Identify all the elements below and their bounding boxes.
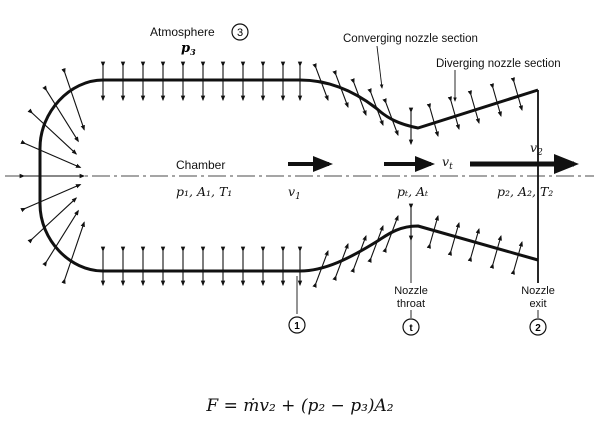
pressure-arrow-converging-top-1 <box>332 70 349 109</box>
pressure-arrow-nose-0 <box>61 67 85 131</box>
nozzle-throat-label-line2: throat <box>397 298 425 310</box>
pressure-arrow-nose-8 <box>61 221 85 285</box>
chamber-label: Chamber <box>176 158 225 172</box>
pressure-arrow-nose-3 <box>20 139 82 168</box>
converging-label: Converging nozzle section <box>343 33 478 45</box>
thrust-equation: F = ṁv₂ + (p₂ − p₃)A₂ <box>205 396 393 416</box>
nozzle-exit-label-line1: Nozzle <box>521 285 555 297</box>
vt-label: vt <box>442 154 453 172</box>
station-1-marker: 1 <box>294 321 300 332</box>
station-2-marker: 2 <box>535 323 541 334</box>
atmosphere-marker-circle <box>231 23 249 41</box>
pressure-arrows <box>19 61 523 288</box>
pressure-arrow-converging-top-2 <box>350 78 367 117</box>
station-t-circle <box>402 318 420 336</box>
p3-label: p3 <box>181 41 196 57</box>
station-2-circle <box>529 318 547 336</box>
pressure-arrow-converging-top-0 <box>312 63 329 102</box>
pressure-arrow-diverging-bottom-3 <box>489 234 502 269</box>
station-t-marker: t <box>409 323 413 334</box>
pressure-arrow-diverging-bottom-4 <box>510 240 523 275</box>
chamber-nozzle-wall <box>38 78 539 273</box>
atmosphere-marker: 3 <box>237 27 243 39</box>
v2-label: v2 <box>530 140 543 158</box>
throat-props: pₜ, Aₜ <box>397 184 428 199</box>
diverging-label: Diverging nozzle section <box>436 58 561 70</box>
chamber-props: p₁, A₁, T₁ <box>176 184 232 199</box>
v1-label: v1 <box>288 184 301 202</box>
pressure-arrow-nose-5 <box>20 184 82 213</box>
station-1-circle <box>288 316 306 334</box>
nozzle-throat-label-line1: Nozzle <box>394 285 428 297</box>
nozzle-exit-label-line2: exit <box>529 298 546 310</box>
atmosphere-label: Atmosphere <box>150 25 215 39</box>
exit-props: p₂, A₂, T₂ <box>497 184 553 199</box>
converging-leader <box>376 45 384 89</box>
